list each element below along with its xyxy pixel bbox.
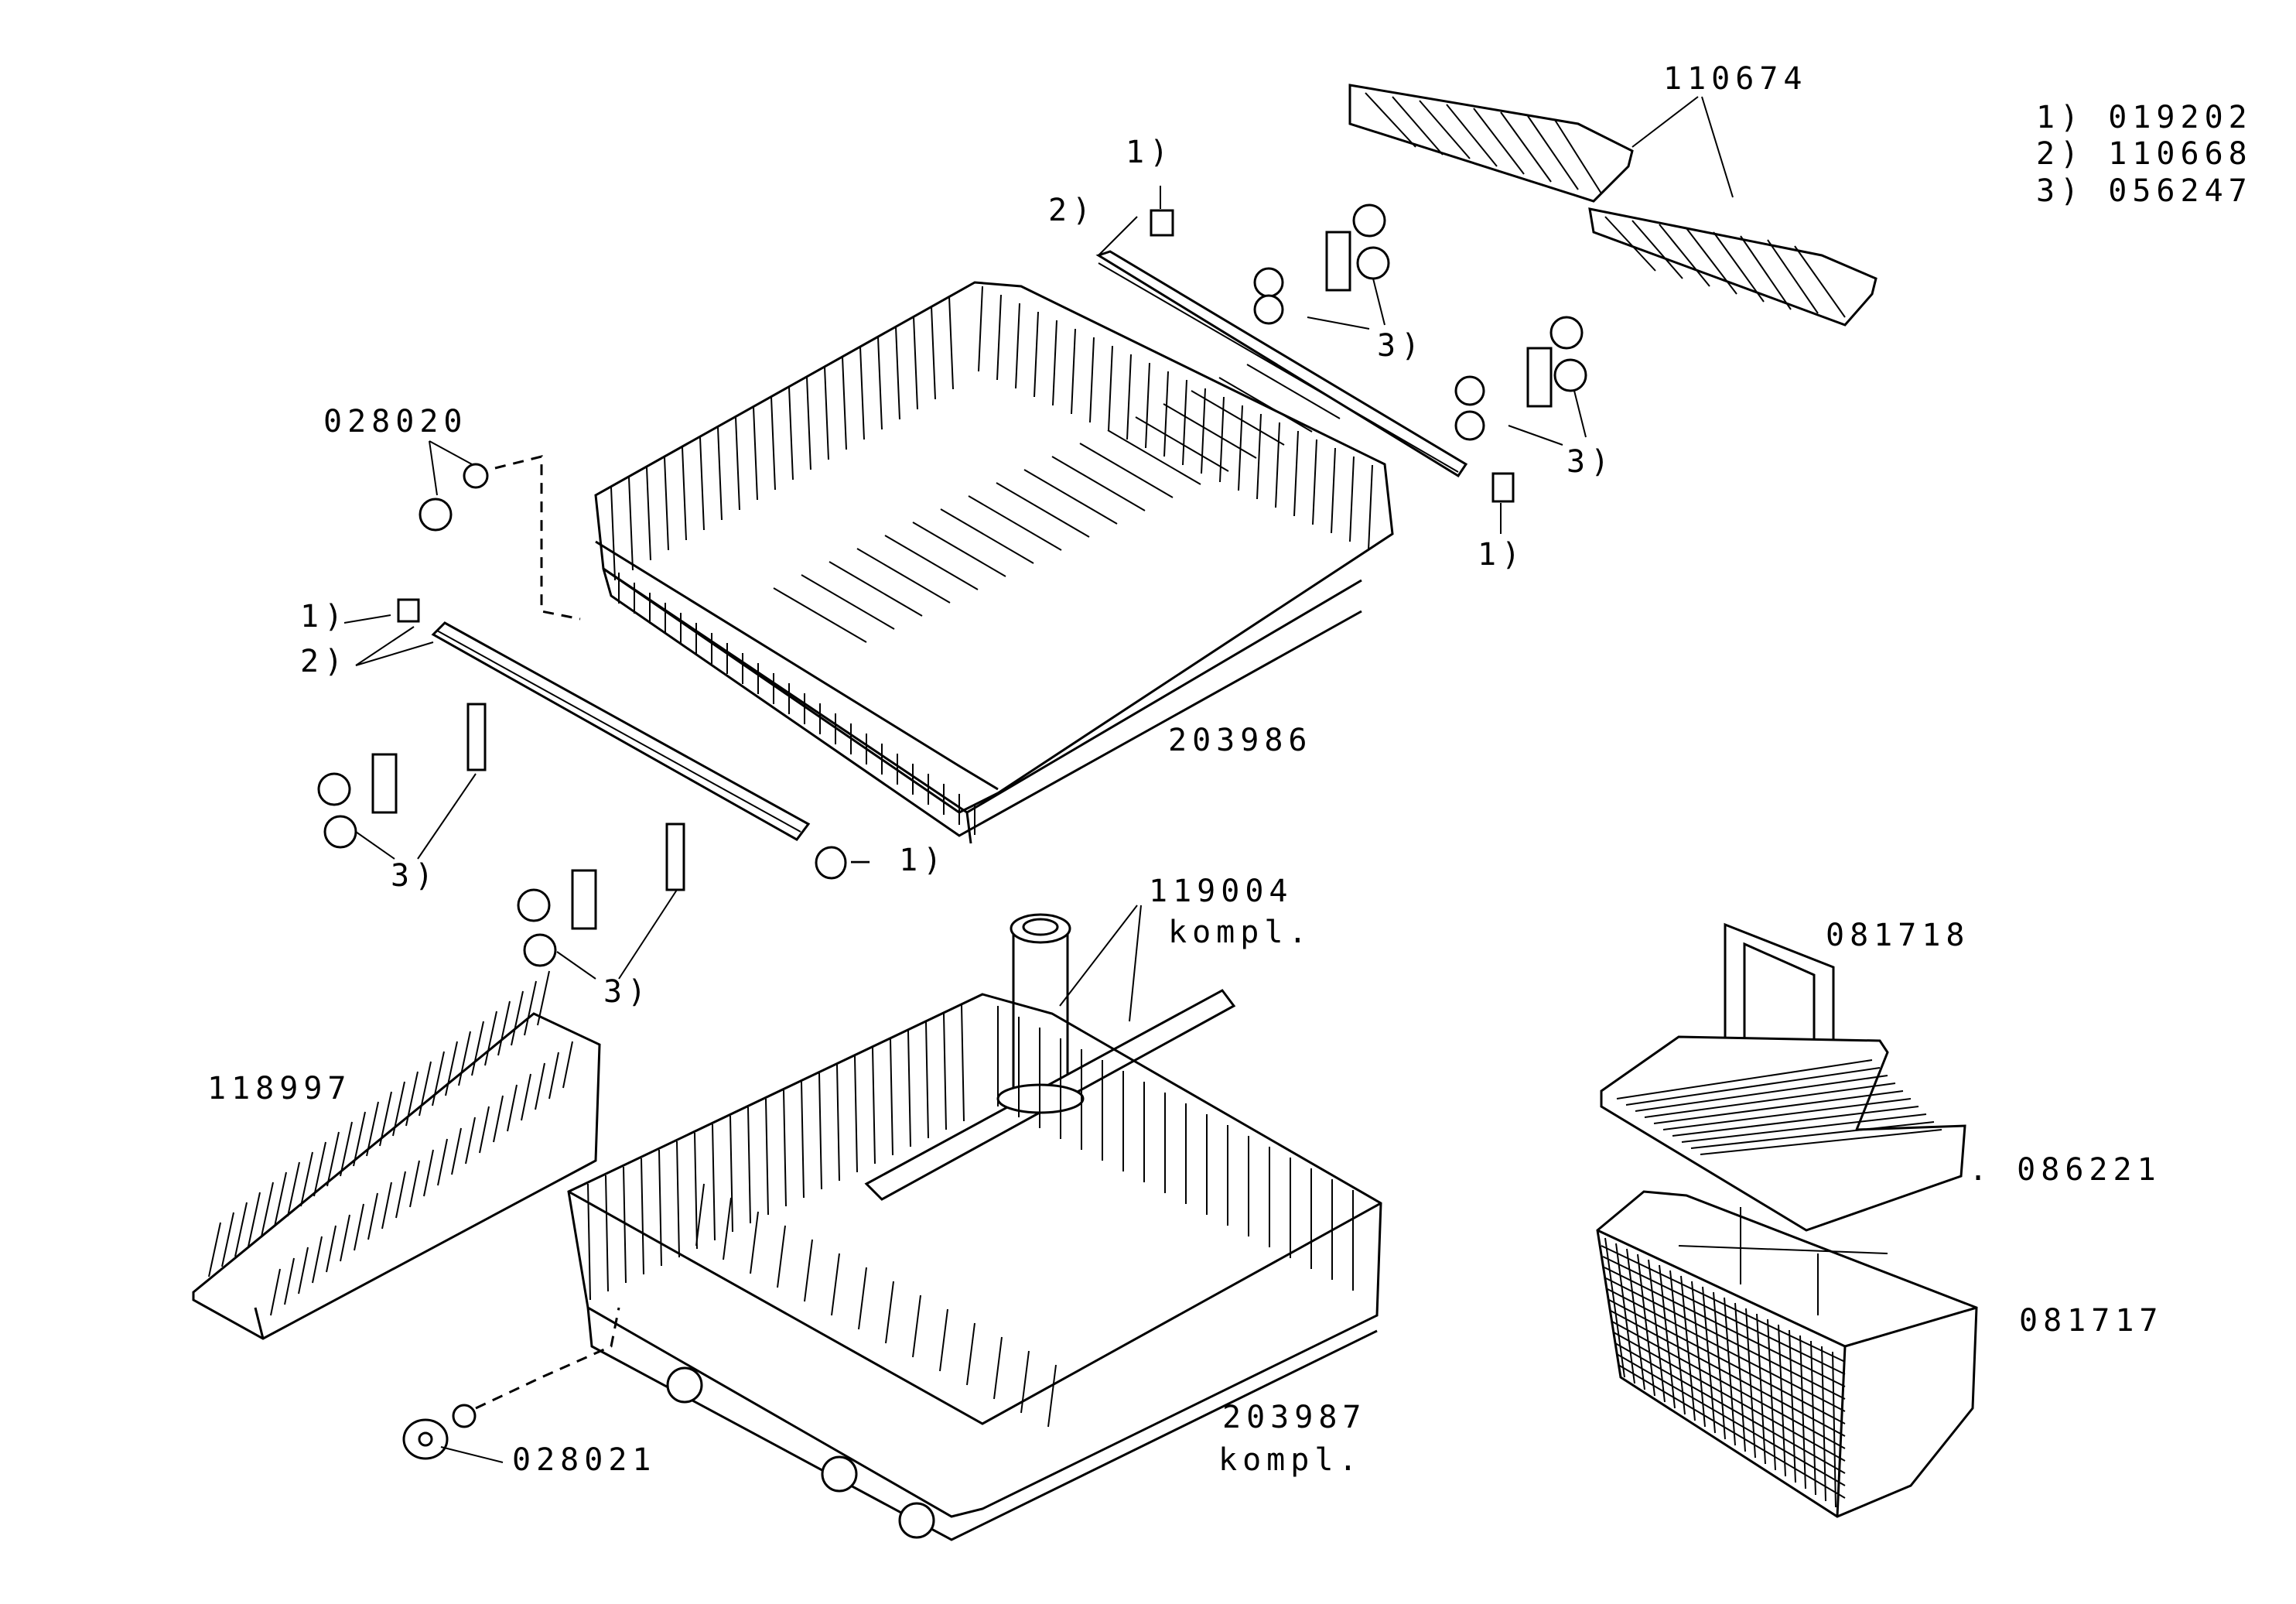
cutlery-tray-110674: 110674: [1348, 61, 1877, 327]
plate-rack-118997: 118997: [192, 970, 601, 1340]
legend: 1) 019202 2) 110668 3) 056247: [2036, 100, 2253, 209]
callout-1: 1): [300, 599, 348, 634]
label-118997: 118997: [207, 1071, 352, 1106]
callout-2: 2): [300, 644, 348, 679]
callout-1-dash: — 1): [851, 843, 947, 878]
roller-bracket-lower-b: 3): [517, 823, 685, 1010]
callout-1: 1): [1126, 135, 1174, 170]
rail-upper-right: 1) 2) 1): [1048, 135, 1526, 573]
label-081717: 081717: [2019, 1303, 2164, 1339]
roller-bracket-upper-b: 3): [1454, 316, 1614, 480]
clip-part: [1491, 472, 1515, 503]
label-028020: 028020: [323, 404, 468, 439]
legend-item-1: 1) 019202: [2036, 100, 2253, 135]
cutlery-basket-081717: 081717: [1596, 1190, 2164, 1518]
wheel-028021: 028021: [402, 1307, 657, 1478]
label-086221: . 086221: [1969, 1152, 2161, 1188]
legend-item-2: 2) 110668: [2036, 136, 2253, 172]
callout-2: 2): [1048, 193, 1096, 228]
callout-3: 3): [391, 858, 439, 894]
grid-lid-086221: . 086221: [1600, 1035, 2161, 1232]
label-203986: 203986: [1168, 723, 1313, 758]
label-028021: 028021: [512, 1442, 657, 1478]
wheel-028020: 028020: [323, 404, 581, 621]
legend-item-3: 3) 056247: [2036, 173, 2253, 209]
label-110674: 110674: [1663, 61, 1808, 97]
lower-basket-203987: 203987 kompl.: [567, 993, 1382, 1541]
spray-arm-119004: 119004 kompl.: [864, 874, 1313, 1201]
label-119004: 119004: [1149, 874, 1293, 909]
label-081718: 081718: [1826, 918, 1970, 953]
callout-3: 3): [1567, 444, 1614, 480]
callout-1: 1): [1478, 537, 1526, 573]
roller-bracket-upper-a: 3): [1253, 203, 1425, 364]
label-203987: 203987: [1222, 1400, 1367, 1435]
label-203987-kompl: kompl.: [1218, 1442, 1363, 1478]
rail-upper-left: 1) 2) — 1): [300, 598, 947, 880]
callout-3: 3): [603, 974, 651, 1010]
clip-part: [1150, 209, 1174, 237]
upper-basket-203986: 203986: [594, 281, 1394, 844]
roller-bracket-lower-a: 3): [317, 703, 487, 894]
callout-3: 3): [1377, 328, 1425, 364]
label-119004-kompl: kompl.: [1168, 915, 1313, 950]
